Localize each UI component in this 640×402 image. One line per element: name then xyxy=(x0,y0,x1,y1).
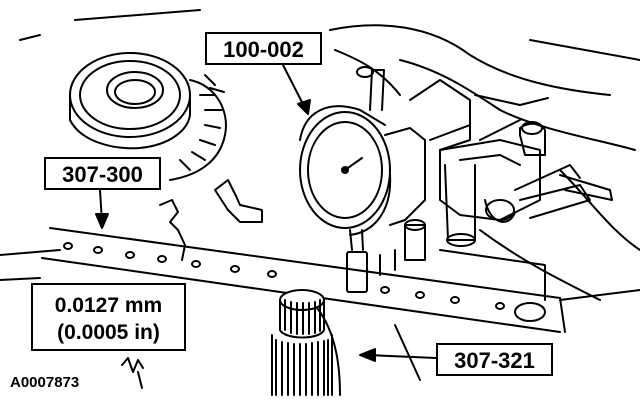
tool-callout-307-300: 307-300 xyxy=(44,157,161,190)
splined-shaft-tool xyxy=(271,289,333,396)
tool-callout-100-002: 100-002 xyxy=(205,32,322,65)
leader-arrows xyxy=(95,64,437,362)
contact-mark xyxy=(121,357,144,389)
straight-edge xyxy=(41,227,566,333)
spec-imperial: (0.0005 in) xyxy=(57,321,160,344)
dial-indicator xyxy=(299,66,426,293)
tool-callout-307-321: 307-321 xyxy=(436,343,553,376)
figure-id: A0007873 xyxy=(10,374,80,391)
mechanism-assembly xyxy=(379,79,613,322)
bearing-ring xyxy=(69,52,227,181)
clip-parts xyxy=(159,179,263,261)
spec-metric: 0.0127 mm xyxy=(54,294,163,317)
specification-box: 0.0127 mm (0.0005 in) xyxy=(31,283,186,351)
